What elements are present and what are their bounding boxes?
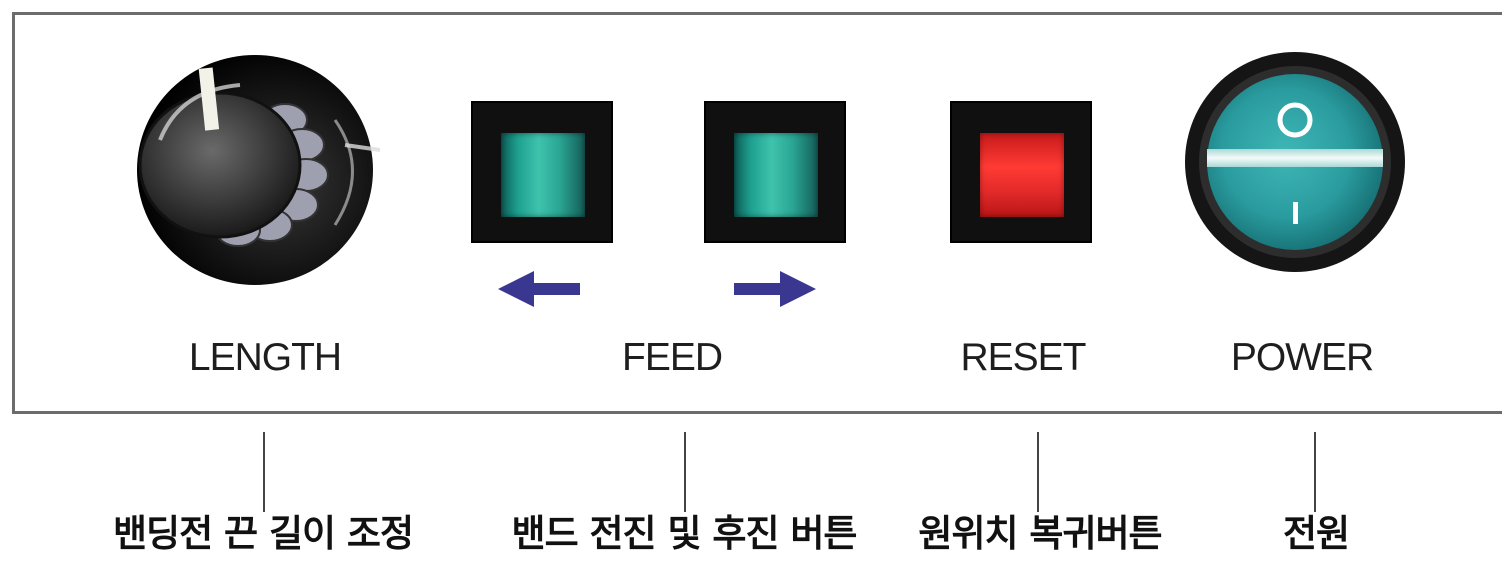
reset-cap	[980, 133, 1064, 217]
power-label: POWER	[1230, 336, 1374, 379]
power-on-symbol	[1293, 202, 1298, 224]
power-leader-line	[1314, 432, 1316, 512]
reset-caption: 원위치 복귀버튼	[918, 512, 1162, 555]
length-leader-line	[263, 432, 265, 512]
left-arrow-icon	[498, 271, 580, 307]
feed-forward-cap	[734, 133, 818, 217]
right-arrow-icon	[734, 271, 816, 307]
length-knob-icon[interactable]	[120, 50, 381, 310]
feed-caption: 밴드 전진 및 후진 버튼	[511, 512, 858, 555]
length-label: LENGTH	[188, 336, 342, 379]
power-switch-icon[interactable]	[1182, 52, 1412, 282]
reset-leader-line	[1037, 432, 1039, 512]
power-off-symbol	[1277, 102, 1313, 138]
length-caption: 밴딩전 끈 길이 조정	[113, 512, 414, 555]
feed-leader-line	[684, 432, 686, 512]
power-caption: 전원	[1282, 512, 1350, 555]
reset-button[interactable]	[950, 101, 1092, 243]
feed-forward-button[interactable]	[704, 101, 846, 243]
reset-label: RESET	[960, 336, 1086, 379]
feed-reverse-button[interactable]	[471, 101, 613, 243]
feed-reverse-cap	[501, 133, 585, 217]
feed-label: FEED	[621, 336, 723, 379]
